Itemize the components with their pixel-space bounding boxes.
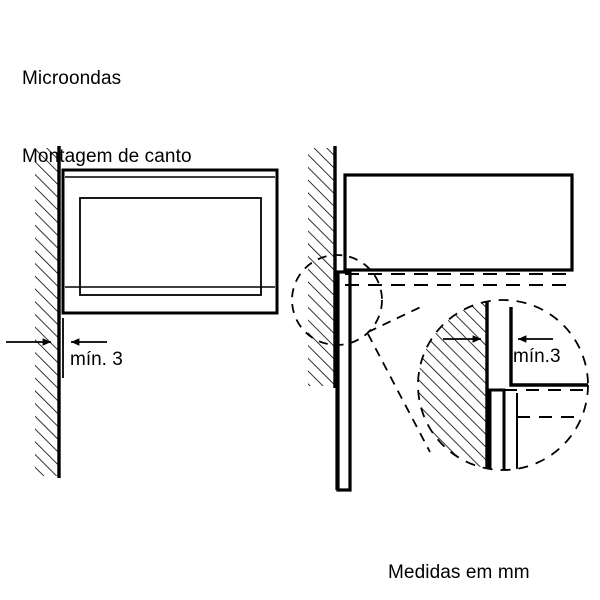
magnified-detail-contents	[418, 300, 588, 470]
units-note: Medidas em mm	[388, 562, 530, 583]
plan-view-group: mín.3	[291, 146, 589, 492]
appliance-door-window	[79, 197, 262, 296]
detail-side-strip	[488, 388, 506, 470]
front-view-group: mín. 3	[6, 146, 279, 478]
magnified-detail-circle	[417, 299, 589, 471]
plan-view-wall	[308, 146, 337, 388]
detail-leader-lower	[367, 333, 431, 453]
appliance-side-strip	[336, 270, 352, 492]
magnified-detail: mín.3	[417, 299, 589, 471]
detail-dimension-label: mín.3	[513, 346, 561, 367]
front-view-appliance	[61, 168, 279, 315]
appliance-body-outline	[343, 173, 574, 272]
wall-hatch-fill	[35, 148, 59, 476]
wall-hatch-fill	[308, 148, 334, 386]
front-dimension-label: mín. 3	[70, 349, 123, 370]
detail-leader-upper	[367, 304, 426, 333]
detail-callout-circle	[291, 254, 383, 346]
detail-callout	[291, 254, 431, 453]
front-view-wall	[35, 146, 61, 478]
plan-view-appliance	[335, 173, 574, 492]
title-line-1: Microondas	[22, 68, 122, 89]
appliance-outer-frame	[61, 168, 279, 315]
detail-appliance-corner	[509, 307, 588, 387]
detail-wall-hatch	[418, 300, 486, 470]
